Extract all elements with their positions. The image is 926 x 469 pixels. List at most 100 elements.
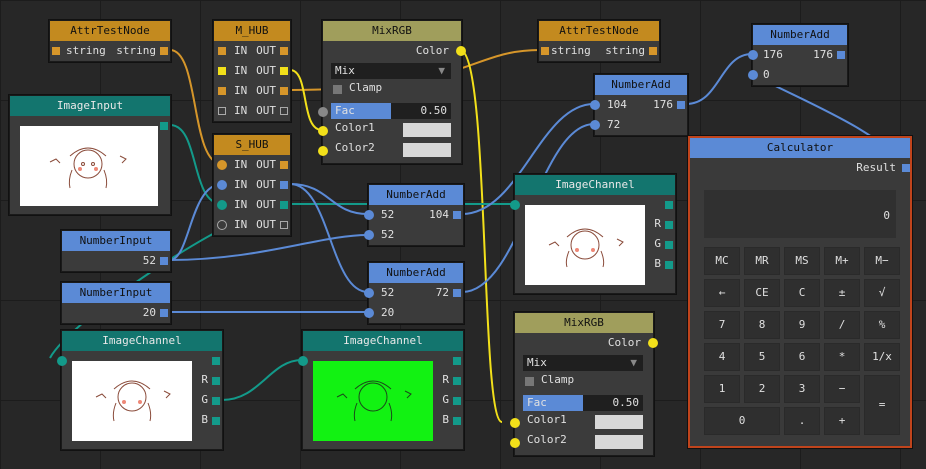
input-pin[interactable] <box>218 87 226 95</box>
output-pin[interactable] <box>453 211 461 219</box>
digit-3-key[interactable]: 3 <box>784 375 820 403</box>
output-pin[interactable] <box>160 257 168 265</box>
number-input-node[interactable]: NumberInput 52 <box>61 230 171 272</box>
channel-r-pin[interactable] <box>212 377 220 385</box>
output-pin[interactable] <box>160 309 168 317</box>
output-pin[interactable] <box>280 47 288 55</box>
reciprocal-key[interactable]: 1/x <box>864 343 900 371</box>
input-pin[interactable] <box>217 160 227 170</box>
color1-swatch[interactable] <box>403 123 451 137</box>
output-pin[interactable] <box>280 67 288 75</box>
mr-key[interactable]: MR <box>744 247 780 275</box>
ce-key[interactable]: CE <box>744 279 780 307</box>
equals-key[interactable]: = <box>864 375 900 435</box>
output-pin[interactable] <box>665 201 673 209</box>
image-input-node[interactable]: ImageInput <box>9 95 171 215</box>
output-pin[interactable] <box>280 87 288 95</box>
sqrt-key[interactable]: √ <box>864 279 900 307</box>
output-pin[interactable] <box>280 181 288 189</box>
clamp-checkbox[interactable] <box>333 85 342 94</box>
m-minus-key[interactable]: M− <box>864 247 900 275</box>
output-pin[interactable] <box>648 338 658 348</box>
input-pin[interactable] <box>298 356 308 366</box>
input-pin[interactable] <box>590 100 600 110</box>
channel-r-pin[interactable] <box>453 377 461 385</box>
color1-input-pin[interactable] <box>510 418 520 428</box>
image-channel-node[interactable]: ImageChannel R G B <box>57 330 223 450</box>
digit-8-key[interactable]: 8 <box>744 311 780 339</box>
color2-swatch[interactable] <box>595 435 643 449</box>
input-pin[interactable] <box>218 67 226 75</box>
output-pin[interactable] <box>212 357 220 365</box>
output-pin[interactable] <box>280 107 288 115</box>
subtract-key[interactable]: − <box>824 375 860 403</box>
digit-7-key[interactable]: 7 <box>704 311 740 339</box>
input-pin[interactable] <box>364 308 374 318</box>
fac-input-pin[interactable] <box>318 107 328 117</box>
output-pin[interactable] <box>456 46 466 56</box>
output-pin[interactable] <box>677 101 685 109</box>
clamp-checkbox[interactable] <box>525 377 534 386</box>
digit-6-key[interactable]: 6 <box>784 343 820 371</box>
input-pin[interactable] <box>217 200 227 210</box>
output-pin[interactable] <box>453 357 461 365</box>
color2-swatch[interactable] <box>403 143 451 157</box>
output-pin[interactable] <box>160 47 168 55</box>
clear-key[interactable]: C <box>784 279 820 307</box>
digit-1-key[interactable]: 1 <box>704 375 740 403</box>
output-pin[interactable] <box>160 122 168 130</box>
percent-key[interactable]: % <box>864 311 900 339</box>
add-key[interactable]: + <box>824 407 860 435</box>
input-pin[interactable] <box>541 47 549 55</box>
decimal-key[interactable]: . <box>784 407 820 435</box>
channel-r-pin[interactable] <box>665 221 673 229</box>
channel-g-pin[interactable] <box>453 397 461 405</box>
input-pin[interactable] <box>510 200 520 210</box>
color1-swatch[interactable] <box>595 415 643 429</box>
calculator-node[interactable]: Calculator Result 0 MC MR MS M+ M− ← CE … <box>688 136 912 448</box>
result-output-pin[interactable] <box>902 164 910 172</box>
input-pin[interactable] <box>590 120 600 130</box>
output-pin[interactable] <box>280 201 288 209</box>
number-value[interactable]: 52 <box>142 254 156 267</box>
ms-key[interactable]: MS <box>784 247 820 275</box>
output-pin[interactable] <box>837 51 845 59</box>
digit-0-key[interactable]: 0 <box>704 407 780 435</box>
input-pin[interactable] <box>748 70 758 80</box>
attr-test-node[interactable]: AttrTestNode string string <box>49 20 171 62</box>
blend-mode-select[interactable]: Mix▼ <box>331 63 451 79</box>
m-plus-key[interactable]: M+ <box>824 247 860 275</box>
color1-input-pin[interactable] <box>318 126 328 136</box>
image-channel-node[interactable]: ImageChannel R G B <box>510 174 676 294</box>
digit-4-key[interactable]: 4 <box>704 343 740 371</box>
channel-b-pin[interactable] <box>453 417 461 425</box>
input-pin[interactable] <box>218 47 226 55</box>
output-pin[interactable] <box>453 289 461 297</box>
output-pin[interactable] <box>280 161 288 169</box>
channel-b-pin[interactable] <box>665 261 673 269</box>
channel-g-pin[interactable] <box>212 397 220 405</box>
output-pin[interactable] <box>649 47 657 55</box>
mc-key[interactable]: MC <box>704 247 740 275</box>
input-pin[interactable] <box>364 230 374 240</box>
input-pin[interactable] <box>217 180 227 190</box>
input-pin[interactable] <box>364 288 374 298</box>
blend-mode-select[interactable]: Mix▼ <box>523 355 643 371</box>
digit-9-key[interactable]: 9 <box>784 311 820 339</box>
input-pin[interactable] <box>57 356 67 366</box>
input-pin[interactable] <box>218 107 226 115</box>
number-value[interactable]: 20 <box>142 306 156 319</box>
divide-key[interactable]: / <box>824 311 860 339</box>
number-input-node[interactable]: NumberInput 20 <box>61 282 171 324</box>
negate-key[interactable]: ± <box>824 279 860 307</box>
input-pin[interactable] <box>364 210 374 220</box>
